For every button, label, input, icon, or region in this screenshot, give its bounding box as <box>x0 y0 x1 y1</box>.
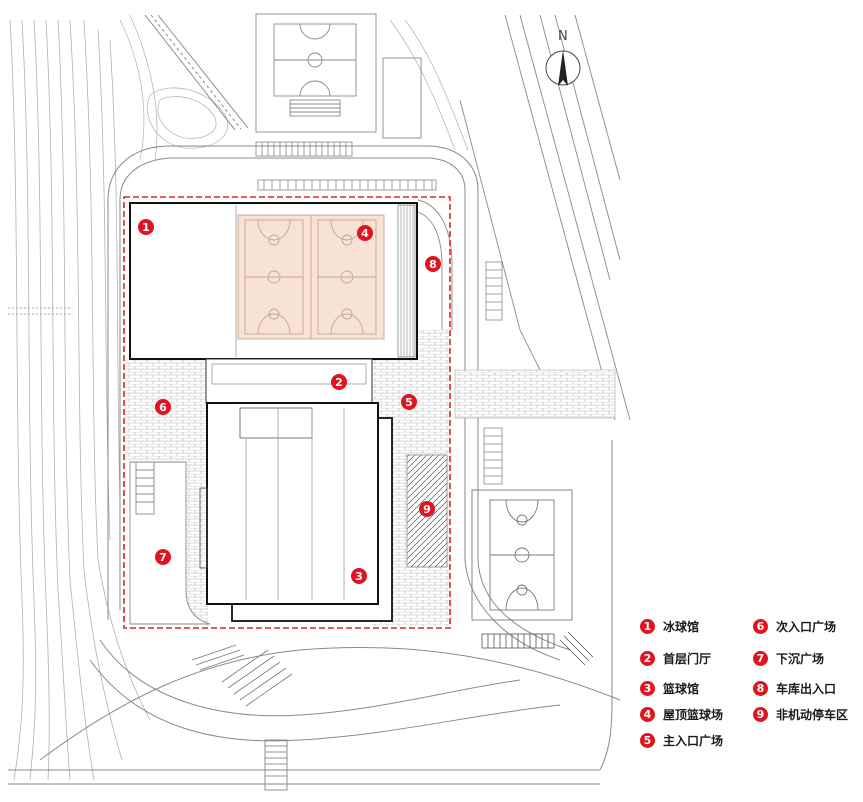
svg-text:3: 3 <box>355 570 363 583</box>
map-marker-1: 1 <box>138 219 154 235</box>
legend-label: 非机动停车区 <box>776 708 849 722</box>
legend-item-8: 8 车库出入口 <box>753 680 836 697</box>
legend-item-5: 5 主入口广场 <box>640 732 723 749</box>
site-boundary <box>123 196 451 629</box>
basketball-hall <box>199 402 393 622</box>
map-marker-7: 7 <box>155 549 171 565</box>
rooftop-basketball-courts <box>237 214 385 340</box>
legend-badge: 2 <box>640 651 655 666</box>
map-marker-3: 3 <box>351 568 367 584</box>
legend-label: 冰球馆 <box>663 620 700 634</box>
legend-badge: 8 <box>753 681 768 696</box>
legend-item-6: 6 次入口广场 <box>753 618 836 635</box>
south-road <box>8 440 613 785</box>
legend-label: 篮球馆 <box>663 682 700 696</box>
east-plaza-paving <box>454 369 616 419</box>
map-marker-2: 2 <box>331 374 347 390</box>
ground-lobby <box>205 358 373 404</box>
parking-strip-top <box>255 141 437 191</box>
map-marker-5: 5 <box>401 394 417 410</box>
legend-badge: 7 <box>753 651 768 666</box>
legend-label: 车库出入口 <box>776 682 837 696</box>
west-strip-paving <box>186 460 208 626</box>
svg-text:5: 5 <box>405 396 413 409</box>
legend-badge: 6 <box>753 619 768 634</box>
garage-ramp <box>417 199 453 330</box>
svg-text:1: 1 <box>142 221 150 234</box>
svg-text:8: 8 <box>429 258 437 271</box>
east-stands <box>481 631 594 666</box>
right-block-top <box>382 57 422 139</box>
north-label: N <box>558 29 568 44</box>
legend-item-7: 7 下沉广场 <box>753 650 824 667</box>
map-marker-9: 9 <box>419 501 435 517</box>
svg-text:4: 4 <box>361 227 369 240</box>
map-marker-6: 6 <box>155 399 171 415</box>
terrain-contours-top <box>119 14 469 161</box>
sunken-plaza <box>129 461 211 625</box>
legend-label: 次入口广场 <box>776 620 837 634</box>
legend-badge: 3 <box>640 681 655 696</box>
svg-text:2: 2 <box>335 376 343 389</box>
left-path <box>8 307 70 315</box>
highway-right <box>459 14 631 421</box>
legend-item-1: 1 冰球馆 <box>640 618 699 635</box>
svg-text:6: 6 <box>159 401 167 414</box>
legend-item-3: 3 篮球馆 <box>640 680 699 697</box>
access-road-diagonal <box>144 14 249 131</box>
svg-text:7: 7 <box>159 551 167 564</box>
legend-item-4: 4 屋顶篮球场 <box>640 706 723 723</box>
top-basketball-court <box>255 13 377 133</box>
legend-badge: 9 <box>753 707 768 722</box>
site-loop-road <box>39 145 621 761</box>
legend-badge: 4 <box>640 707 655 722</box>
right-parking <box>483 261 503 485</box>
map-marker-8: 8 <box>425 256 441 272</box>
legend-label: 屋顶篮球场 <box>663 708 724 722</box>
svg-text:9: 9 <box>423 503 431 516</box>
legend-item-2: 2 首层门厅 <box>640 650 711 667</box>
east-basketball-court <box>471 489 573 621</box>
map-marker-4: 4 <box>357 225 373 241</box>
legend-item-9: 9 非机动停车区 <box>753 706 848 723</box>
legend-label: 首层门厅 <box>663 652 712 666</box>
legend-label: 下沉广场 <box>776 652 825 666</box>
north-arrow: N <box>545 29 581 86</box>
map-legend: 1 冰球馆 2 首层门厅 3 篮球馆 4 屋顶篮球场 5 主入口广场 6 次入口… <box>640 618 860 798</box>
legend-label: 主入口广场 <box>663 734 724 748</box>
terrain-contours-left <box>9 19 151 781</box>
legend-badge: 1 <box>640 619 655 634</box>
south-terraces <box>191 644 293 791</box>
legend-badge: 5 <box>640 733 655 748</box>
